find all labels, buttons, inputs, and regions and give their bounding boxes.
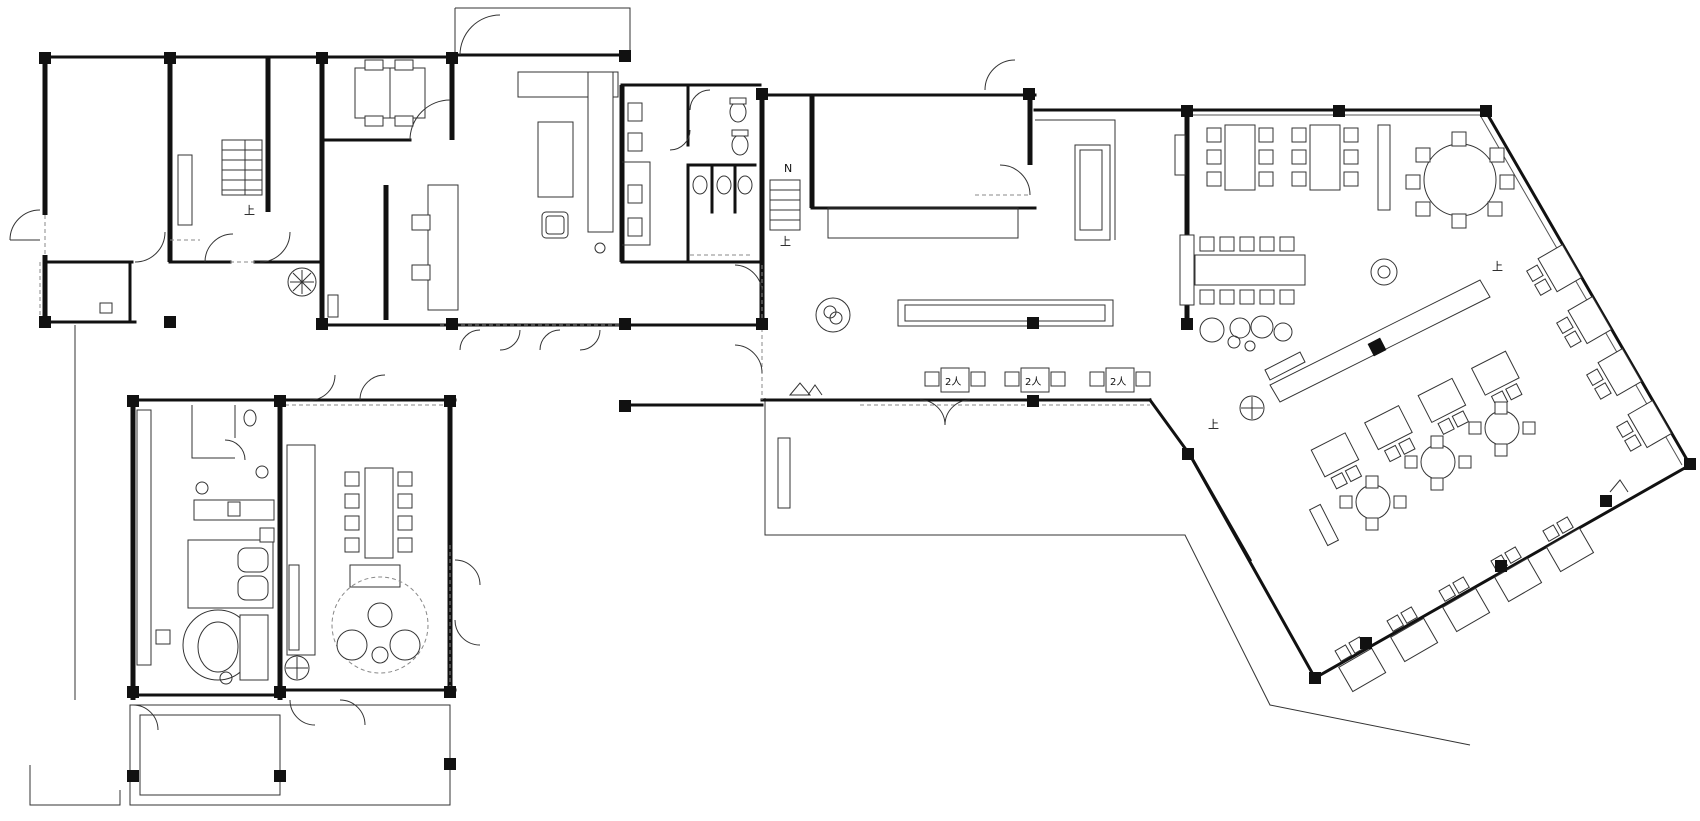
stair-up-label: 上: [244, 204, 255, 217]
corridor: N 上: [623, 90, 862, 407]
stair-up-label: 上: [1208, 418, 1219, 431]
foyer: 2人 2人 2人: [777, 297, 1152, 509]
tree-icon: [1199, 315, 1293, 352]
tree-icon: [1239, 395, 1265, 421]
stair-icon: [769, 179, 801, 231]
round-table-icon: [1405, 131, 1515, 229]
stair-up-label: 上: [780, 235, 791, 248]
central-room: [760, 59, 1187, 241]
sofa-icon: [349, 564, 401, 588]
two-person-label: 2人: [1025, 376, 1041, 388]
tree-icon: [287, 267, 317, 297]
toilet-icon: [692, 97, 753, 195]
office-block: [319, 55, 627, 351]
roof-outlines: [29, 7, 1471, 806]
top-left-wing: 上: [9, 55, 457, 324]
bedroom-suite: [130, 398, 283, 731]
armchair-icon: [541, 211, 569, 239]
dining-living: [278, 374, 481, 726]
bed-icon: [187, 539, 274, 609]
tree-icon: [284, 655, 310, 681]
stair-up-label: 上: [1492, 260, 1503, 273]
two-person-label: 2人: [1110, 376, 1126, 388]
lobby: [453, 14, 627, 254]
sink-icon: [627, 102, 643, 237]
round-table-icon: [1339, 401, 1536, 531]
stair-icon: [221, 139, 263, 196]
two-person-tables: [924, 367, 1151, 393]
two-person-label: 2人: [945, 376, 961, 388]
restaurant-furniture: 上 上: [1174, 124, 1673, 693]
north-arrow: N: [784, 162, 792, 175]
columns: [39, 50, 1696, 782]
restrooms: [619, 83, 762, 264]
